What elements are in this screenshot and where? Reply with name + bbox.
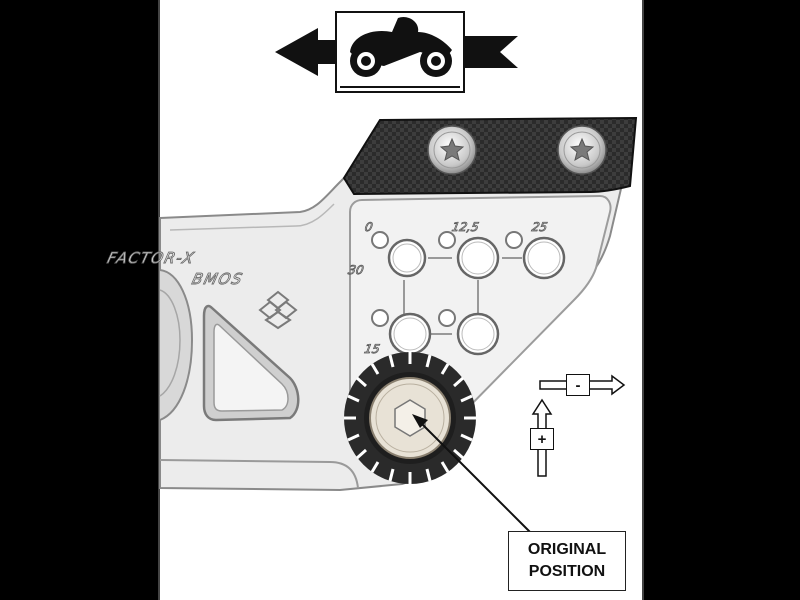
brand-engraving: FACTOR-X BMOS [105,249,298,330]
hole-12-5 [438,231,500,280]
hole-label-12-5: 12,5 [451,220,480,234]
callout-leader [412,414,531,533]
adjustment-holes: 0 12,5 25 30 15 [347,220,566,356]
carbon-heel-guard [342,116,638,196]
hole-label-15: 15 [363,342,381,356]
original-position-callout: ORIGINAL POSITION [508,531,626,591]
hole-label-30: 30 [347,263,365,277]
hole-25 [505,231,566,280]
gb-logo-icon [258,290,298,330]
hex-socket-icon [394,399,426,437]
brand-line-2: BMOS [190,270,245,288]
pivot-boss [159,269,194,421]
direction-banner [275,11,518,93]
lower-frame-edge [159,459,359,489]
knurled-footpeg [344,352,476,484]
hole-15 [371,309,432,356]
torx-bolt-right [557,125,607,175]
callout-line-2: POSITION [528,563,606,580]
increase-sign: + [530,428,554,450]
banner-tail [462,36,518,68]
hole-0 [371,231,427,278]
brand-line-1: FACTOR-X [105,249,196,267]
torx-bolt-left [427,125,477,175]
leader-arrowhead [412,414,428,428]
knurl-teeth [344,352,476,484]
callout-line-1: ORIGINAL [527,541,607,558]
hole-label-0: 0 [364,220,374,234]
hole-bottom-middle [438,309,500,356]
hole-label-25: 25 [531,220,549,234]
decrease-sign: - [566,374,590,396]
